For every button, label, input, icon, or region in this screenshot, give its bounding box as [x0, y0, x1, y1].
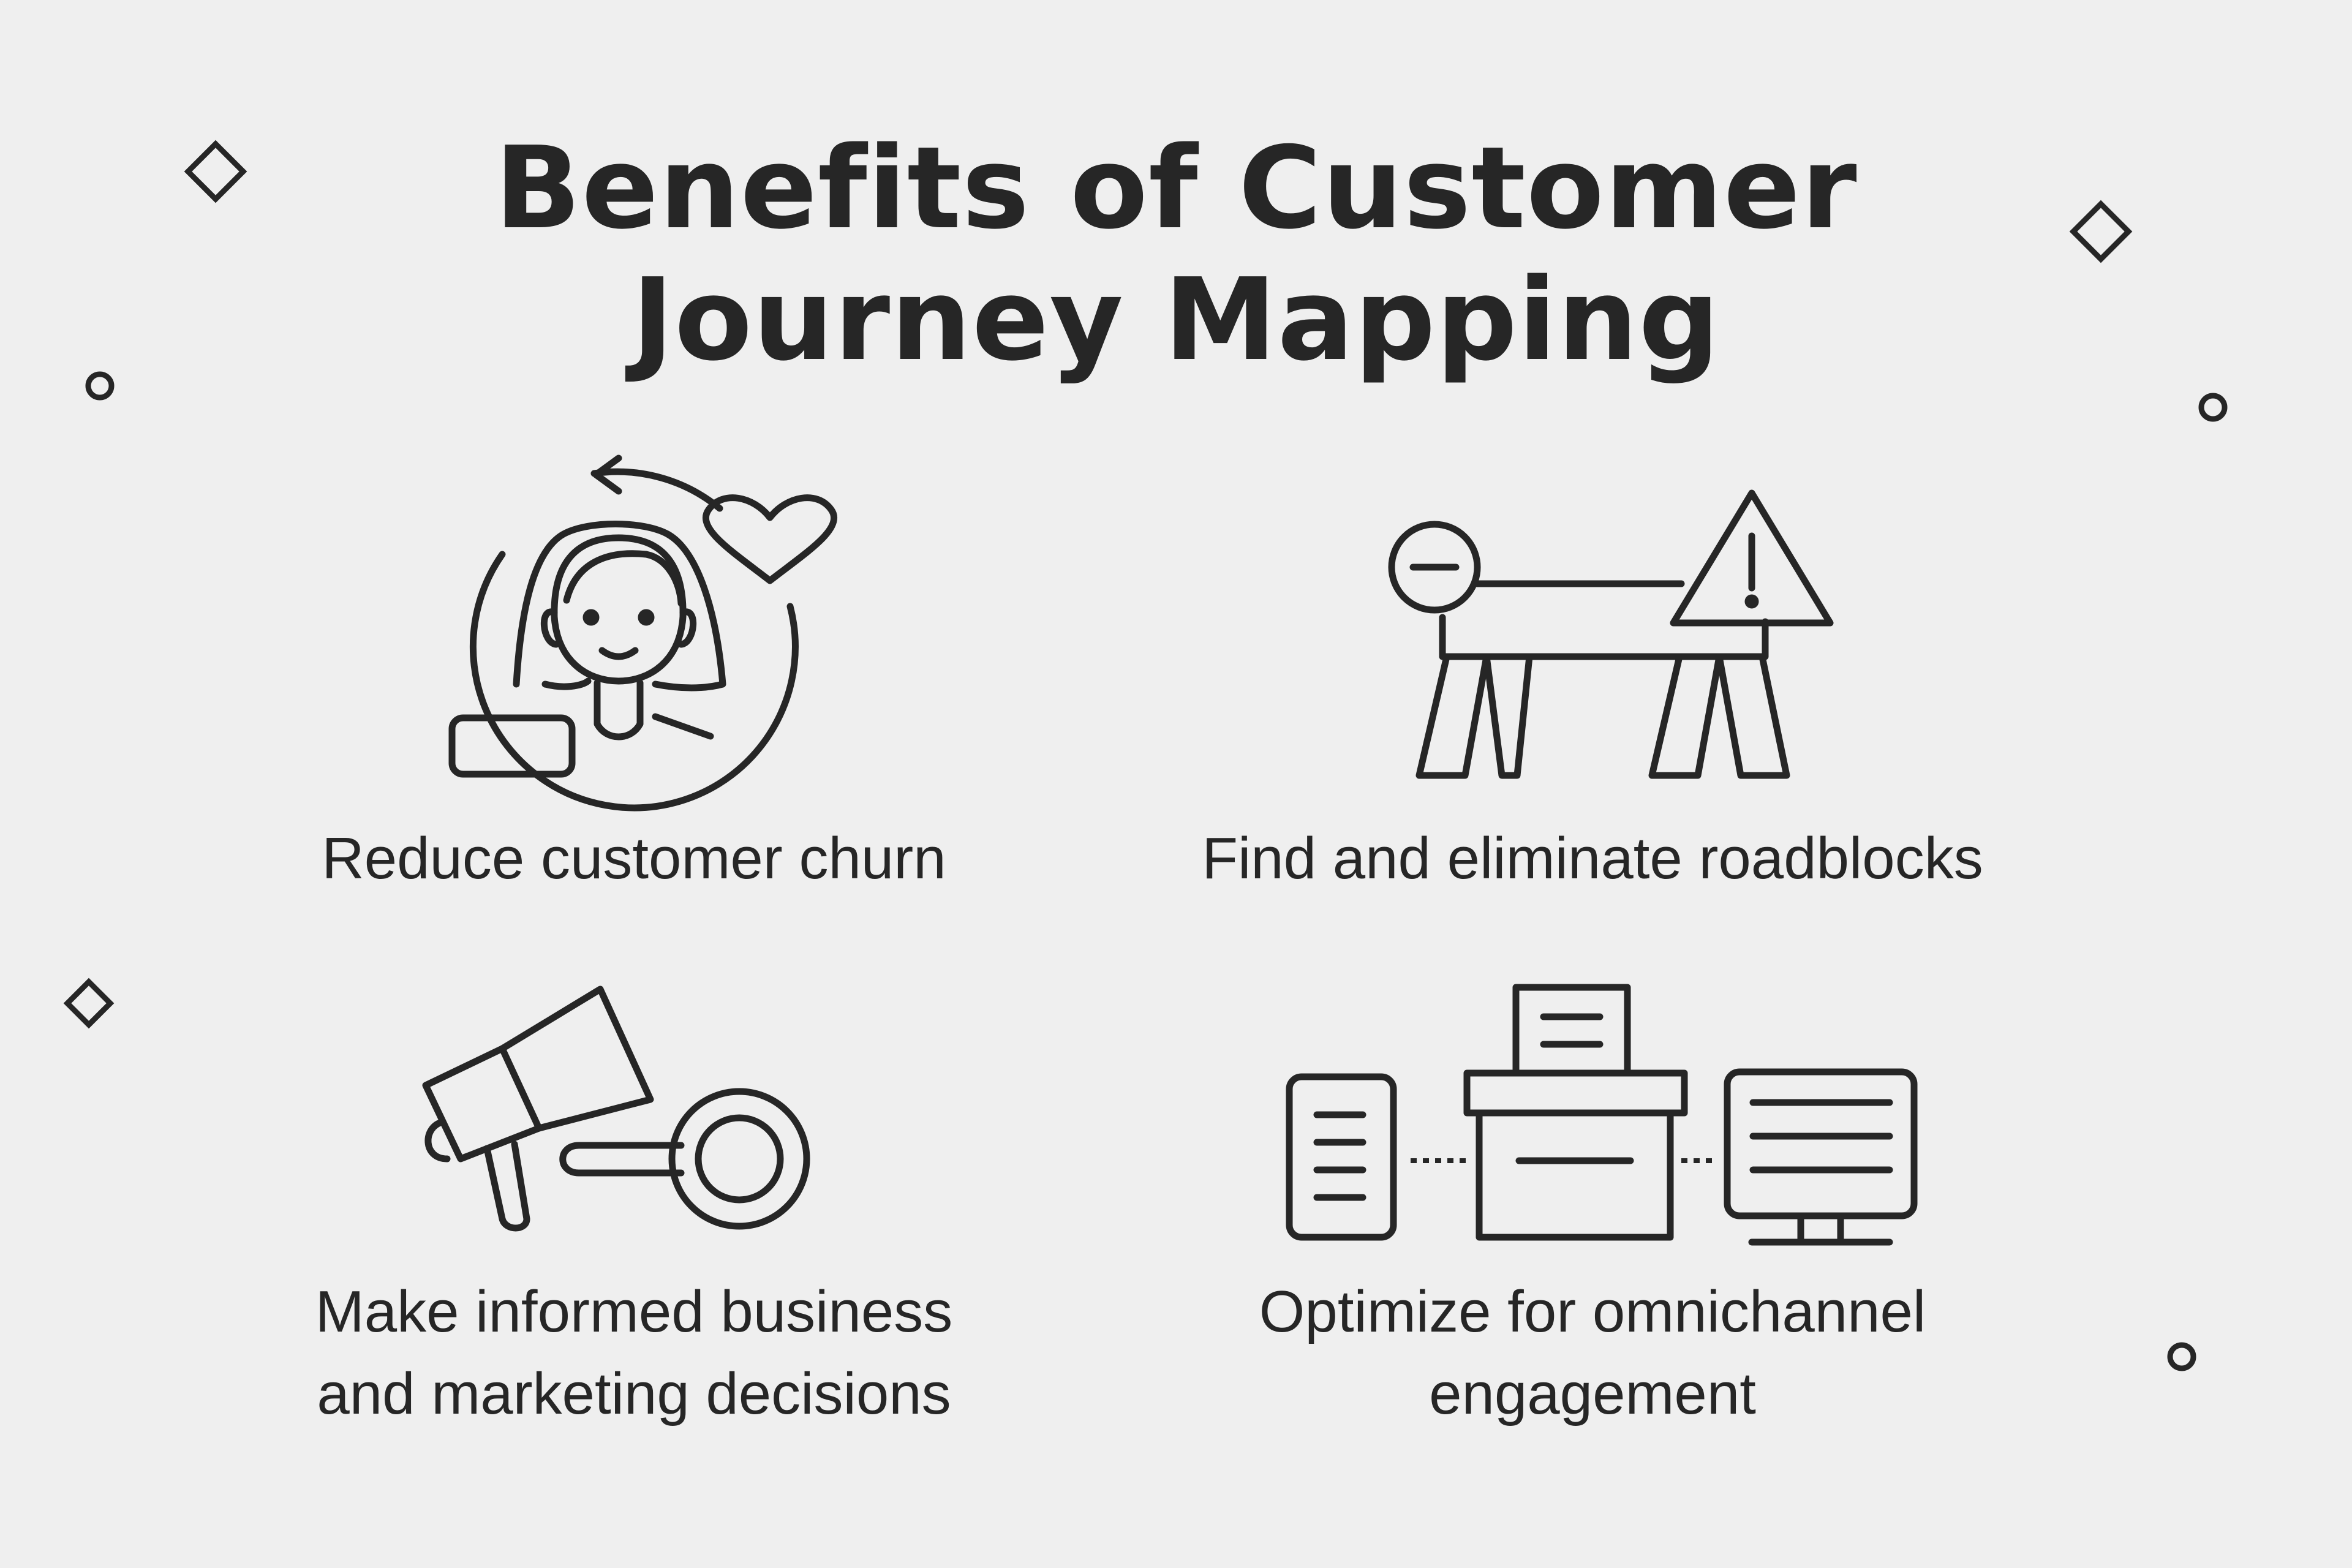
page-title: Benefits of Customer Journey Mapping	[0, 123, 2352, 386]
megaphone-magnifier-icon	[422, 986, 810, 1232]
title-line-1: Benefits of Customer	[494, 122, 1858, 254]
customer-heart-icon	[448, 454, 838, 812]
benefit-label: Find and eliminate roadblocks	[1202, 826, 1983, 891]
roadblock-barrier-icon	[1388, 489, 1834, 779]
title-line-2: Journey Mapping	[631, 254, 1721, 386]
benefit-label: Reduce customer churn	[322, 826, 946, 891]
circle-shape	[2198, 393, 2228, 422]
circle-shape	[2167, 1342, 2196, 1371]
benefit-label: Make informed business and marketing dec…	[315, 1279, 953, 1427]
omnichannel-devices-icon	[1286, 984, 1918, 1246]
diamond-shape	[63, 978, 115, 1029]
circle-shape	[85, 371, 115, 401]
diamond-shape	[184, 140, 247, 203]
diamond-shape	[2069, 200, 2133, 263]
benefit-label: Optimize for omnichannel engagement	[1259, 1279, 1926, 1427]
